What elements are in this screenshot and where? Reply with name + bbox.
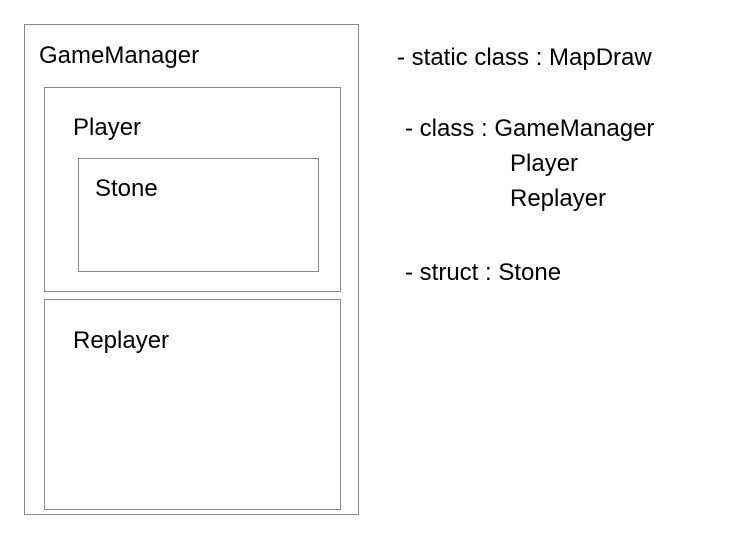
legend-group-static-class: - static class : MapDraw (397, 40, 725, 75)
legend-class-line: - class : GameManager (405, 115, 655, 142)
legend-static-class-line: - static class : MapDraw (397, 44, 652, 71)
box-replayer: Replayer (44, 299, 341, 510)
legend: - static class : MapDraw - class : GameM… (395, 40, 725, 290)
box-gamemanager: GameManager Player Stone Replayer (24, 24, 359, 515)
legend-group-struct: - struct : Stone (405, 255, 725, 290)
box-gamemanager-label: GameManager (39, 42, 200, 69)
legend-struct-line: - struct : Stone (405, 259, 562, 286)
legend-class-item-player: Player (510, 150, 579, 177)
box-replayer-label: Replayer (73, 327, 170, 354)
box-player: Player Stone (44, 87, 341, 292)
legend-group-class: - class : GameManager Player Replayer (405, 111, 725, 216)
legend-class-item-replayer: Replayer (510, 185, 607, 212)
box-stone: Stone (78, 158, 319, 272)
box-player-label: Player (73, 114, 142, 141)
box-stone-label: Stone (95, 175, 158, 202)
